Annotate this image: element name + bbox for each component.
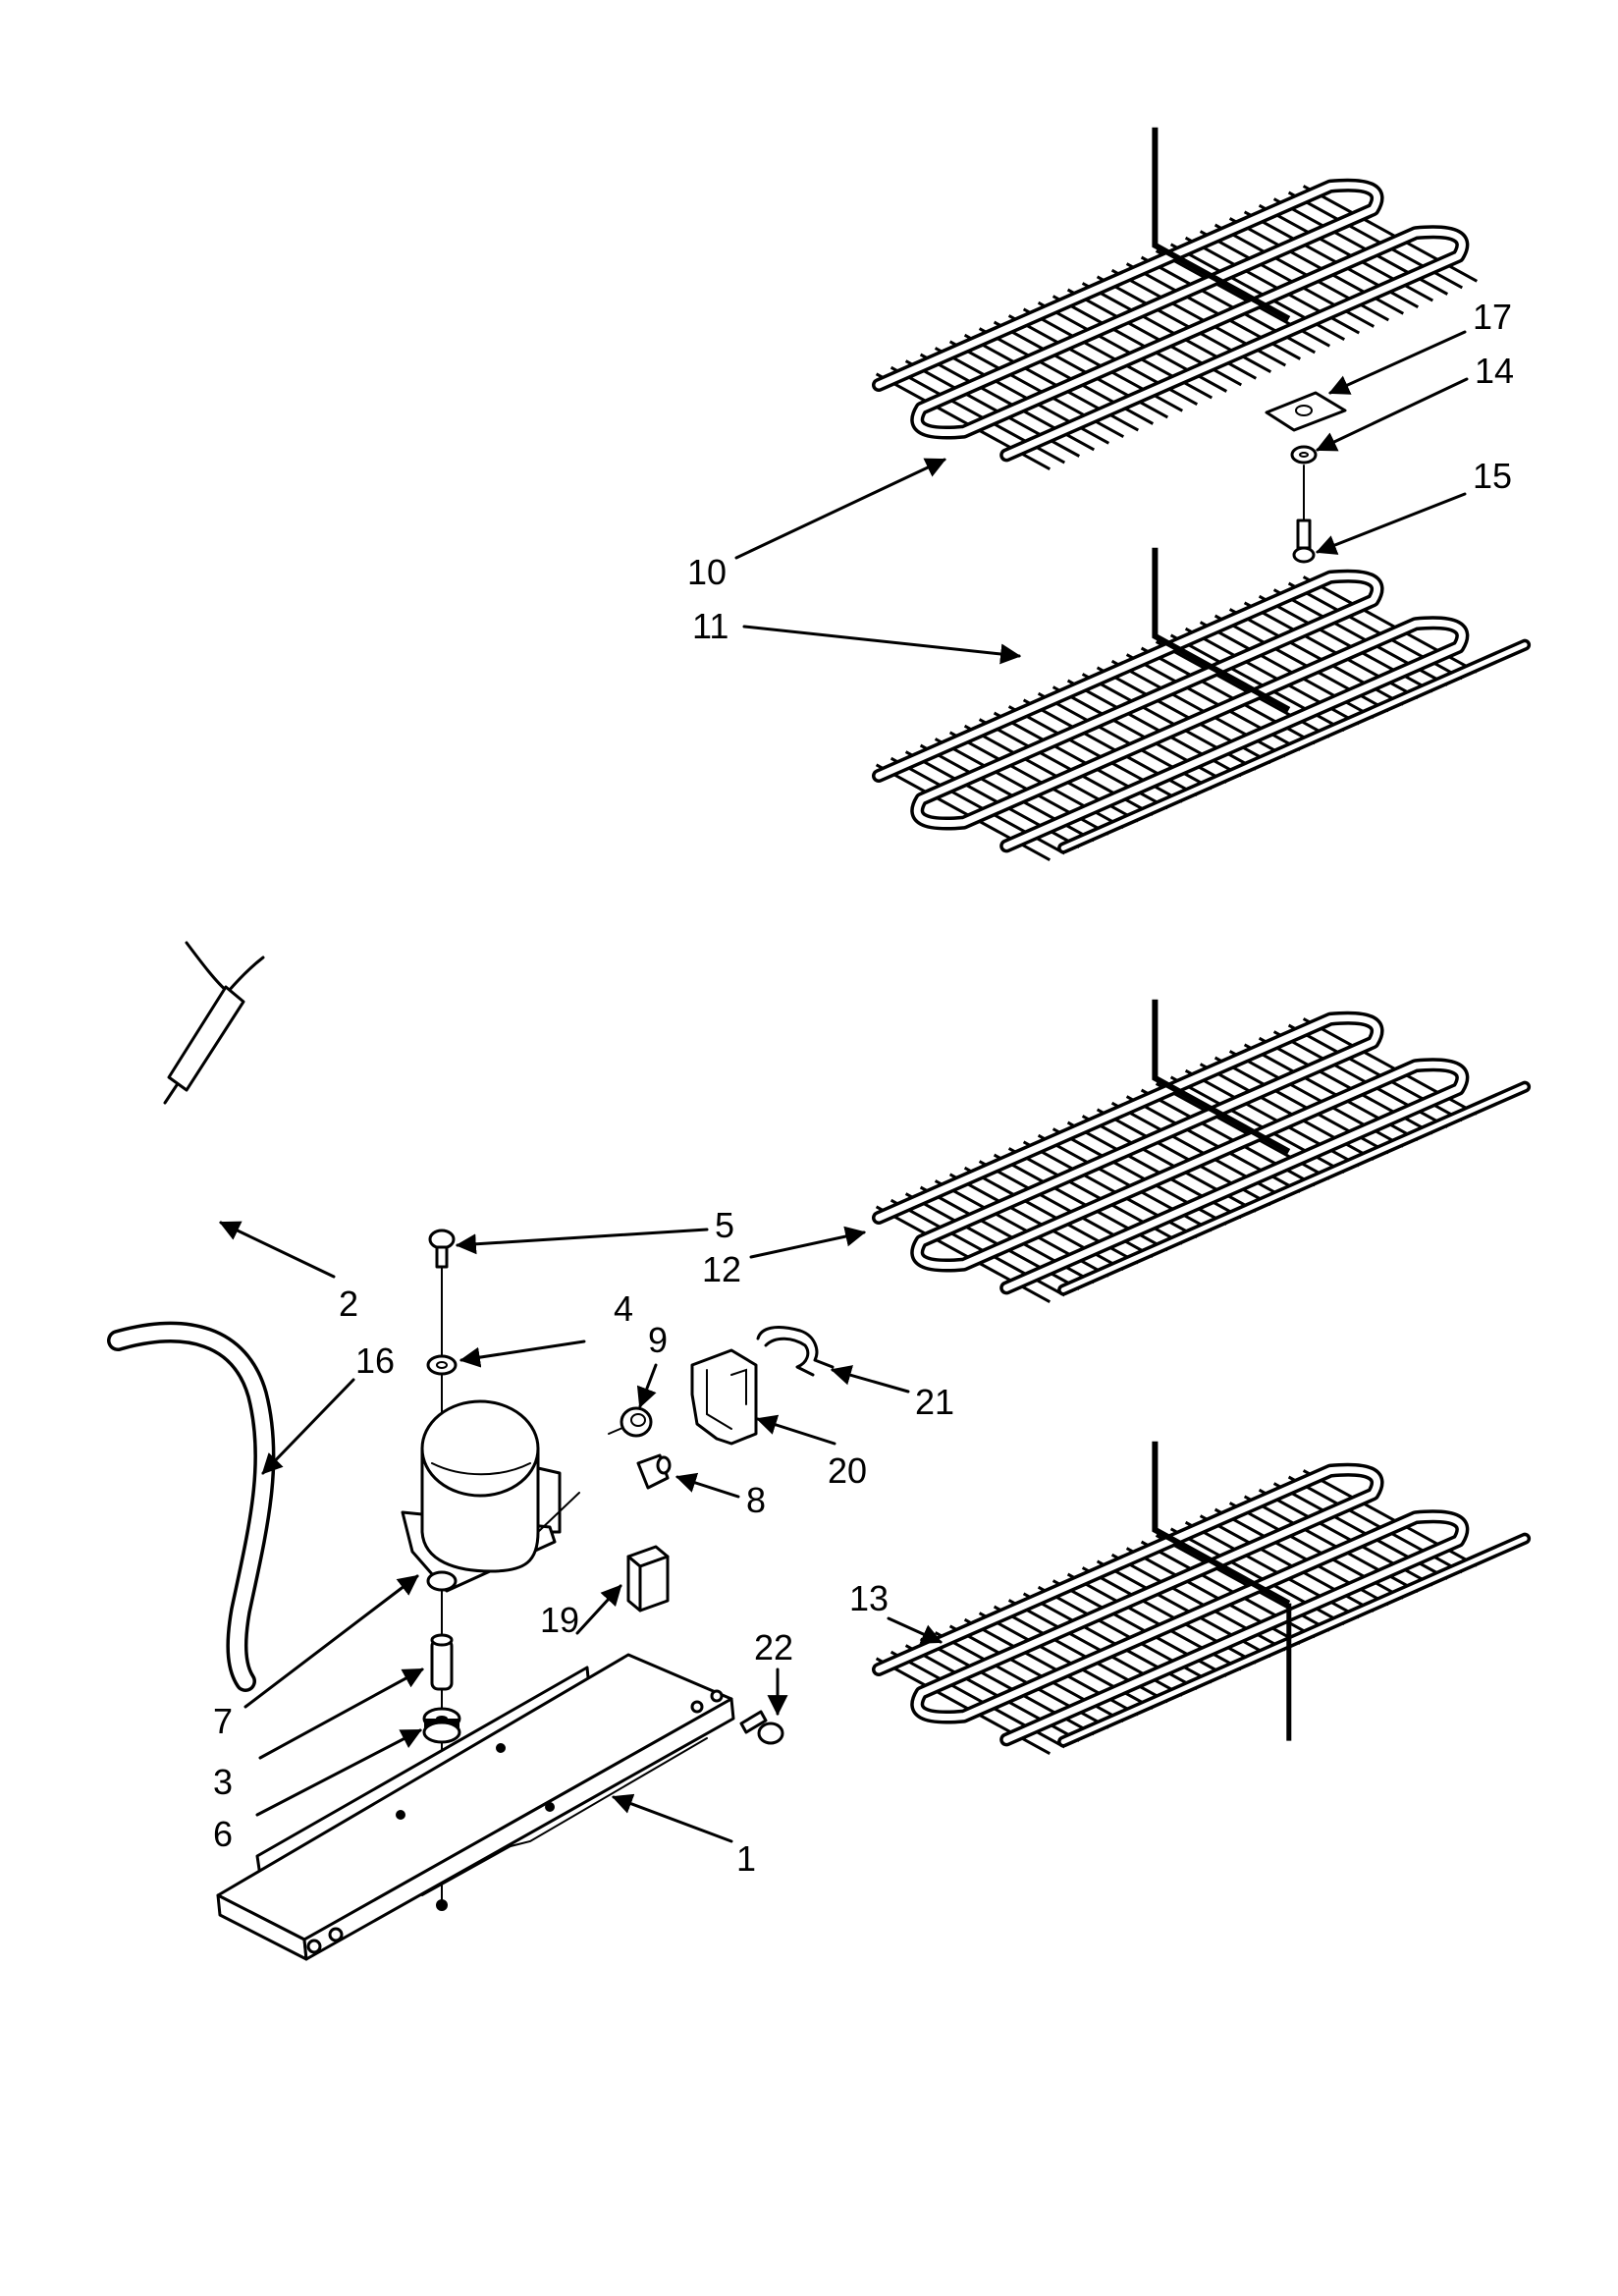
coil-tube-highlight xyxy=(875,182,1466,459)
callout-8: 8 xyxy=(746,1480,766,1520)
sensor-2 xyxy=(163,941,265,1105)
evaporator-grid-12 xyxy=(872,999,1532,1304)
compressor-7 xyxy=(401,1399,580,1593)
callout-7: 7 xyxy=(213,1701,233,1741)
callout-13: 13 xyxy=(849,1578,889,1618)
riser-tube xyxy=(1152,547,1291,713)
screw-5 xyxy=(428,1229,456,1269)
washer-4 xyxy=(426,1354,458,1376)
riser-tube xyxy=(1152,1441,1291,1607)
callout-17: 17 xyxy=(1473,297,1512,337)
evaporator-grid-11 xyxy=(872,547,1532,862)
callout-6: 6 xyxy=(213,1814,233,1854)
callout-11: 11 xyxy=(692,606,728,646)
washer-14 xyxy=(1290,445,1318,465)
grommet-6 xyxy=(422,1707,461,1744)
callout-22: 22 xyxy=(754,1627,793,1667)
coil-tube-highlight xyxy=(875,1466,1466,1743)
screw-15 xyxy=(1292,519,1316,564)
terminal-cover-20 xyxy=(690,1348,758,1446)
coil-tube-highlight xyxy=(875,1014,1466,1291)
callout-12: 12 xyxy=(702,1249,741,1289)
leader-lines xyxy=(219,330,1469,1843)
mounting-plate-17 xyxy=(1265,391,1347,432)
evaporator-grid-10 xyxy=(872,127,1479,471)
front-rail-highlight xyxy=(1060,642,1528,850)
callout-5: 5 xyxy=(715,1205,734,1245)
front-rail-highlight xyxy=(1060,1084,1528,1292)
coil-tube-highlight xyxy=(875,573,1466,849)
capacitor-19 xyxy=(626,1545,670,1613)
base-plate-1 xyxy=(216,1653,735,1961)
callout-20: 20 xyxy=(828,1450,867,1491)
front-rail-highlight xyxy=(1060,1536,1528,1744)
callout-14: 14 xyxy=(1475,351,1514,391)
callout-3: 3 xyxy=(213,1762,233,1802)
callout-16: 16 xyxy=(355,1340,395,1381)
riser-tube xyxy=(1152,999,1291,1155)
callout-19: 19 xyxy=(540,1600,579,1640)
callout-21: 21 xyxy=(915,1382,954,1422)
riser-tube xyxy=(1152,127,1291,322)
clip-21 xyxy=(756,1326,835,1377)
relay-8 xyxy=(636,1453,672,1490)
screw-22 xyxy=(739,1710,784,1745)
callout-labels: 10 11 17 14 15 5 12 2 4 16 9 21 20 8 19 … xyxy=(213,297,1514,1879)
callout-1: 1 xyxy=(736,1838,756,1879)
overload-9 xyxy=(608,1406,653,1438)
callout-15: 15 xyxy=(1473,456,1512,496)
callout-4: 4 xyxy=(614,1288,633,1329)
callout-9: 9 xyxy=(648,1320,668,1360)
callout-10: 10 xyxy=(687,552,727,592)
drain-tube-16 xyxy=(107,1321,276,1692)
callout-2: 2 xyxy=(339,1284,358,1324)
grommet-3 xyxy=(430,1633,454,1691)
evaporator-grid-13 xyxy=(872,1441,1532,1756)
